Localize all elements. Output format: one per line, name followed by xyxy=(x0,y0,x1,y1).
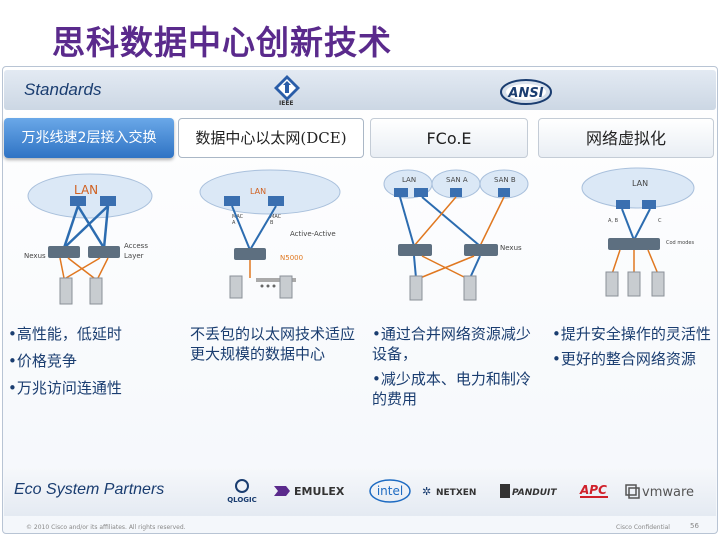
bullets-dce: 不丢包的以太网技术适应更大规模的数据中心 xyxy=(190,324,360,369)
qlogic-logo: QLOGIC xyxy=(222,478,262,504)
mac-b-label: MAC xyxy=(270,214,282,220)
header-10g-access[interactable]: 万兆线速2层接入交换 xyxy=(4,118,174,158)
slide-title: 思科数据中心创新技术 xyxy=(52,23,392,62)
header-virtualization[interactable]: 网络虚拟化 xyxy=(538,118,714,158)
vmware-logo: vmware xyxy=(624,478,696,504)
intel-logo: intel xyxy=(368,478,412,504)
emulex-text: EMULEX xyxy=(294,485,345,498)
bullet-item: •更好的整合网络资源 xyxy=(552,350,696,368)
ansi-logo-icon: ANSI xyxy=(500,79,552,105)
cod-modes-label: Cod modes xyxy=(666,240,694,246)
svg-text:✲: ✲ xyxy=(422,485,431,498)
standards-bar xyxy=(4,70,716,110)
apc-logo: APC xyxy=(576,478,616,504)
dce-diagram: LAN MAC A MAC B Active-Active N5000 xyxy=(199,169,341,299)
bullets-virtualization: •提升安全操作的灵活性 •更好的整合网络资源 xyxy=(552,324,712,374)
emulex-logo: EMULEX xyxy=(272,478,352,504)
bullet-item: •减少成本、电力和制冷的费用 xyxy=(372,370,531,408)
ieee-text: IEEE xyxy=(279,100,294,107)
panduit-mark-icon: PANDUIT xyxy=(500,484,557,498)
bullets-10g-access: •高性能，低延时 •价格竞争 •万兆访问连通性 xyxy=(8,324,178,405)
emulex-mark-icon: EMULEX xyxy=(274,485,345,498)
lan-label: LAN xyxy=(250,187,266,196)
access-label: Access xyxy=(124,242,148,250)
nexus-label: Nexus xyxy=(24,252,46,260)
header-dce[interactable]: 数据中心以太网(DCE) xyxy=(178,118,364,158)
standards-label: Standards xyxy=(24,80,102,99)
fcoe-diagram: LAN SAN A SAN B Nexus xyxy=(383,169,529,301)
vmware-mark-icon: vmware xyxy=(625,484,694,500)
partners-band xyxy=(4,468,716,516)
panduit-text: PANDUIT xyxy=(512,488,557,498)
active-active-label: Active-Active xyxy=(290,230,336,238)
netxen-text: NETXEN xyxy=(436,488,476,498)
netxen-logo: ✲ NETXEN xyxy=(420,478,490,504)
bullets-fcoe: •通过合并网络资源减少设备， •减少成本、电力和制冷的费用 xyxy=(372,324,532,414)
footer-confidential: Cisco Confidential xyxy=(616,524,670,531)
ieee-logo-icon xyxy=(274,75,300,101)
bullet-item: •价格竞争 xyxy=(8,352,77,370)
panduit-logo: PANDUIT xyxy=(498,478,568,504)
lan-label: LAN xyxy=(74,183,98,197)
ansi-text: ANSI xyxy=(507,86,543,101)
header-fcoe[interactable]: FCo.E xyxy=(370,118,528,158)
san-b-label: SAN B xyxy=(494,176,516,184)
bullet-item: 不丢包的以太网技术适应更大规模的数据中心 xyxy=(190,325,356,363)
mac-a-label: MAC xyxy=(232,214,244,220)
mac-b2-label: B xyxy=(270,220,274,226)
bullet-item: •万兆访问连通性 xyxy=(8,379,122,397)
footer-copyright: © 2010 Cisco and/or its affiliates. All … xyxy=(26,524,186,531)
lan-label: LAN xyxy=(402,176,416,184)
apc-text: APC xyxy=(579,483,607,497)
bullet-item: •高性能，低延时 xyxy=(8,325,122,343)
access-layer-diagram: LAN Nexus Access Layer xyxy=(24,173,153,305)
qlogic-text: QLOGIC xyxy=(227,496,257,504)
vmware-text: vmware xyxy=(642,485,694,500)
apc-mark-icon: APC xyxy=(579,483,608,498)
mac-a2-label: A xyxy=(232,220,236,226)
virtualization-diagram: LAN A, B C Cod modes xyxy=(581,167,695,297)
ab-label: A, B xyxy=(608,218,619,224)
bullet-item: •通过合并网络资源减少设备， xyxy=(372,325,531,363)
bullet-item: •提升安全操作的灵活性 xyxy=(552,325,711,343)
c-label: C xyxy=(658,218,662,224)
partners-label: Eco System Partners xyxy=(14,481,165,498)
intel-mark-icon: intel xyxy=(369,479,411,503)
lan-label: LAN xyxy=(632,179,648,188)
layer-label: Layer xyxy=(124,252,144,260)
n5000-label: N5000 xyxy=(280,254,303,262)
nexus-label: Nexus xyxy=(500,244,522,252)
netxen-mark-icon: ✲ NETXEN xyxy=(422,485,476,498)
san-a-label: SAN A xyxy=(446,176,468,184)
intel-text: intel xyxy=(377,484,403,498)
page-number: 56 xyxy=(690,522,699,530)
qlogic-mark-icon: QLOGIC xyxy=(227,479,257,504)
